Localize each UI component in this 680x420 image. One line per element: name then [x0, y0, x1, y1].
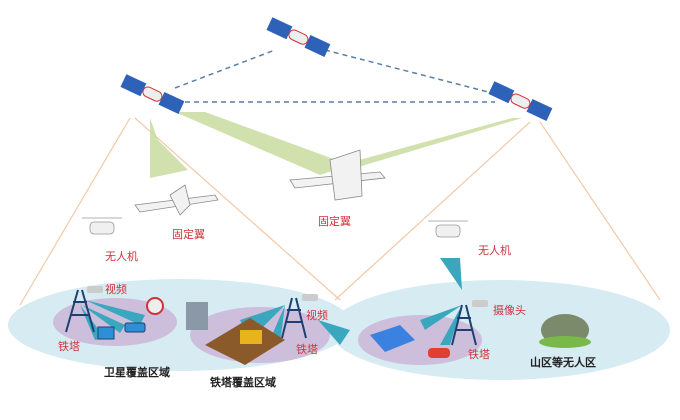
car-icon: [428, 348, 450, 358]
label-fixed-wing-left: 固定翼: [172, 228, 205, 241]
tower-beams: [80, 258, 462, 345]
satellite-beams: [150, 112, 522, 178]
city-buildings-icon: [370, 325, 415, 352]
label-video-mid: 视频: [306, 309, 328, 322]
satellite-dish-icon: [146, 297, 164, 315]
tower-icon: [65, 289, 477, 346]
satellite-links: [174, 49, 501, 103]
laptop-icon: [97, 326, 115, 340]
label-tower-right: 铁塔: [468, 348, 490, 361]
label-camera: 摄像头: [493, 304, 526, 317]
camera-icon: [87, 286, 488, 307]
label-drone-right: 无人机: [478, 244, 511, 257]
label-uninhabited-area: 山区等无人区: [530, 356, 596, 369]
building-icon: [186, 302, 208, 330]
drone-icon: [82, 217, 468, 238]
satellite-coverage-lines: [19, 117, 661, 306]
label-fixed-wing-center: 固定翼: [318, 215, 351, 228]
satellite-icon: [120, 74, 185, 114]
label-drone-left: 无人机: [105, 250, 138, 263]
label-tower-coverage-area: 铁塔覆盖区域: [210, 376, 276, 389]
satellite-icon: [488, 81, 553, 121]
fixed-wing-icon: [134, 149, 386, 216]
harvester-icon: [240, 330, 262, 344]
satellite-icon: [266, 17, 331, 57]
label-satellite-coverage-area: 卫星覆盖区域: [104, 366, 170, 379]
label-tower-mid: 铁塔: [296, 343, 318, 356]
label-tower-left: 铁塔: [58, 340, 80, 353]
phone-icon: [124, 322, 146, 333]
label-video-left: 视频: [105, 283, 127, 296]
